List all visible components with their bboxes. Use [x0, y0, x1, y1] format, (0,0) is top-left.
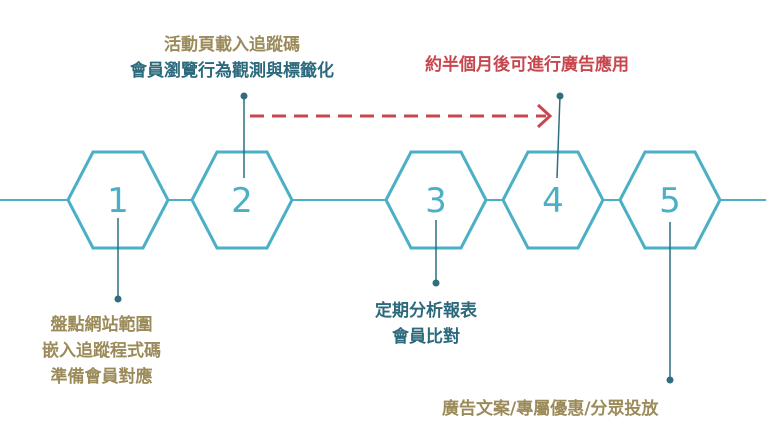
step-2-connector-dot — [240, 92, 248, 100]
step-5-connector-dot — [666, 376, 674, 384]
step-4-line-1: 約半個月後可進行廣告應用 — [425, 55, 629, 75]
step-1-connector-dot — [114, 295, 122, 303]
step-4-connector — [556, 95, 561, 179]
step-3-connector-dot — [432, 279, 440, 287]
step-2-line-2: 會員瀏覽行為觀測與標籤化 — [130, 61, 334, 81]
step-3-number: 3 — [425, 181, 447, 221]
step-3-label: 定期分析報表 會員比對 — [375, 298, 477, 350]
step-2-hexagon — [190, 150, 294, 250]
step-5-number: 5 — [659, 181, 681, 221]
step-5-label: 廣告文案/專屬優惠/分眾投放 — [442, 396, 658, 422]
step-3-line-2: 會員比對 — [392, 327, 460, 347]
step-4-hexagon — [501, 150, 605, 250]
step-3-hexagon — [384, 150, 488, 250]
step-4-connector-dot — [556, 92, 564, 100]
step-1-line-3: 準備會員對應 — [50, 367, 153, 387]
step-2-label: 活動頁載入追蹤碼 會員瀏覽行為觀測與標籤化 — [130, 32, 334, 84]
step-3-line-1: 定期分析報表 — [375, 301, 477, 321]
step-2-number: 2 — [231, 181, 253, 221]
step-1-number: 1 — [107, 181, 129, 221]
step-2-line-1: 活動頁載入追蹤碼 — [164, 35, 300, 55]
step-1-line-1: 盤點網站範圍 — [50, 315, 153, 335]
dashed-arrow-head — [536, 103, 553, 129]
step-5-hexagon — [618, 150, 722, 250]
step-4-label: 約半個月後可進行廣告應用 — [425, 52, 629, 78]
step-4-number: 4 — [542, 181, 564, 221]
step-5-line-1: 廣告文案/專屬優惠/分眾投放 — [442, 399, 659, 419]
step-1-line-2: 嵌入追蹤程式碼 — [42, 341, 161, 361]
step-1-label: 盤點網站範圍 嵌入追蹤程式碼 準備會員對應 — [42, 312, 161, 390]
step-1-hexagon — [66, 150, 170, 250]
